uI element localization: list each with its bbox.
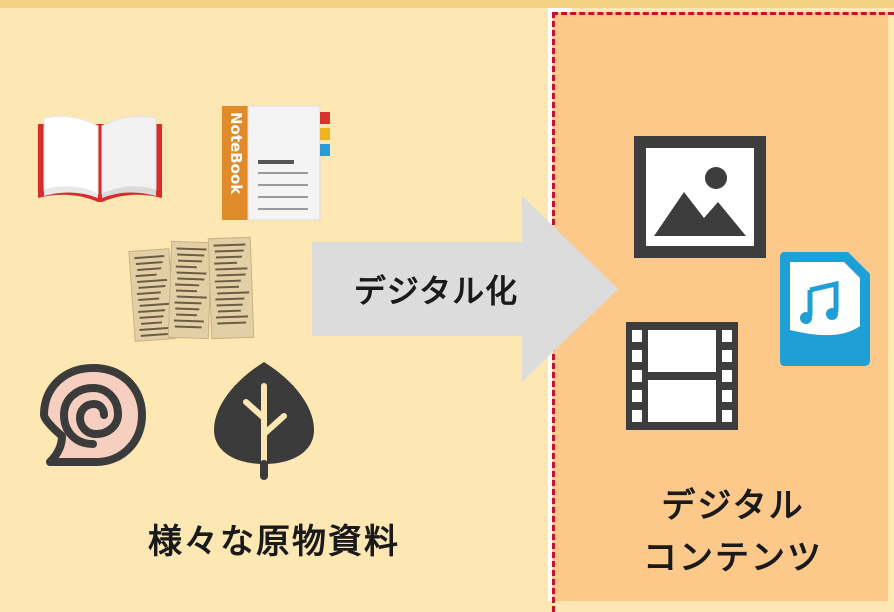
open-book-icon bbox=[38, 115, 162, 202]
top-strip bbox=[0, 0, 894, 8]
film-icon bbox=[626, 322, 738, 430]
notebook-label: NoteBook bbox=[227, 112, 245, 195]
arrow-label: デジタル化 bbox=[353, 272, 519, 310]
spiral-shell-icon bbox=[40, 364, 146, 466]
audio-file-icon bbox=[780, 252, 870, 366]
digital-contents-caption-line2: コンテンツ bbox=[643, 538, 823, 578]
notebook-icon: NoteBook bbox=[222, 105, 330, 221]
source-materials-caption: 様々な原物資料 bbox=[148, 522, 400, 562]
old-document-icon bbox=[128, 236, 255, 342]
digitization-arrow bbox=[312, 196, 618, 382]
leaf-icon bbox=[214, 362, 314, 480]
digital-contents-caption-line1: デジタル bbox=[661, 486, 805, 526]
image-icon bbox=[634, 136, 766, 258]
digital-contents-caption: デジタル コンテンツ bbox=[572, 480, 894, 584]
